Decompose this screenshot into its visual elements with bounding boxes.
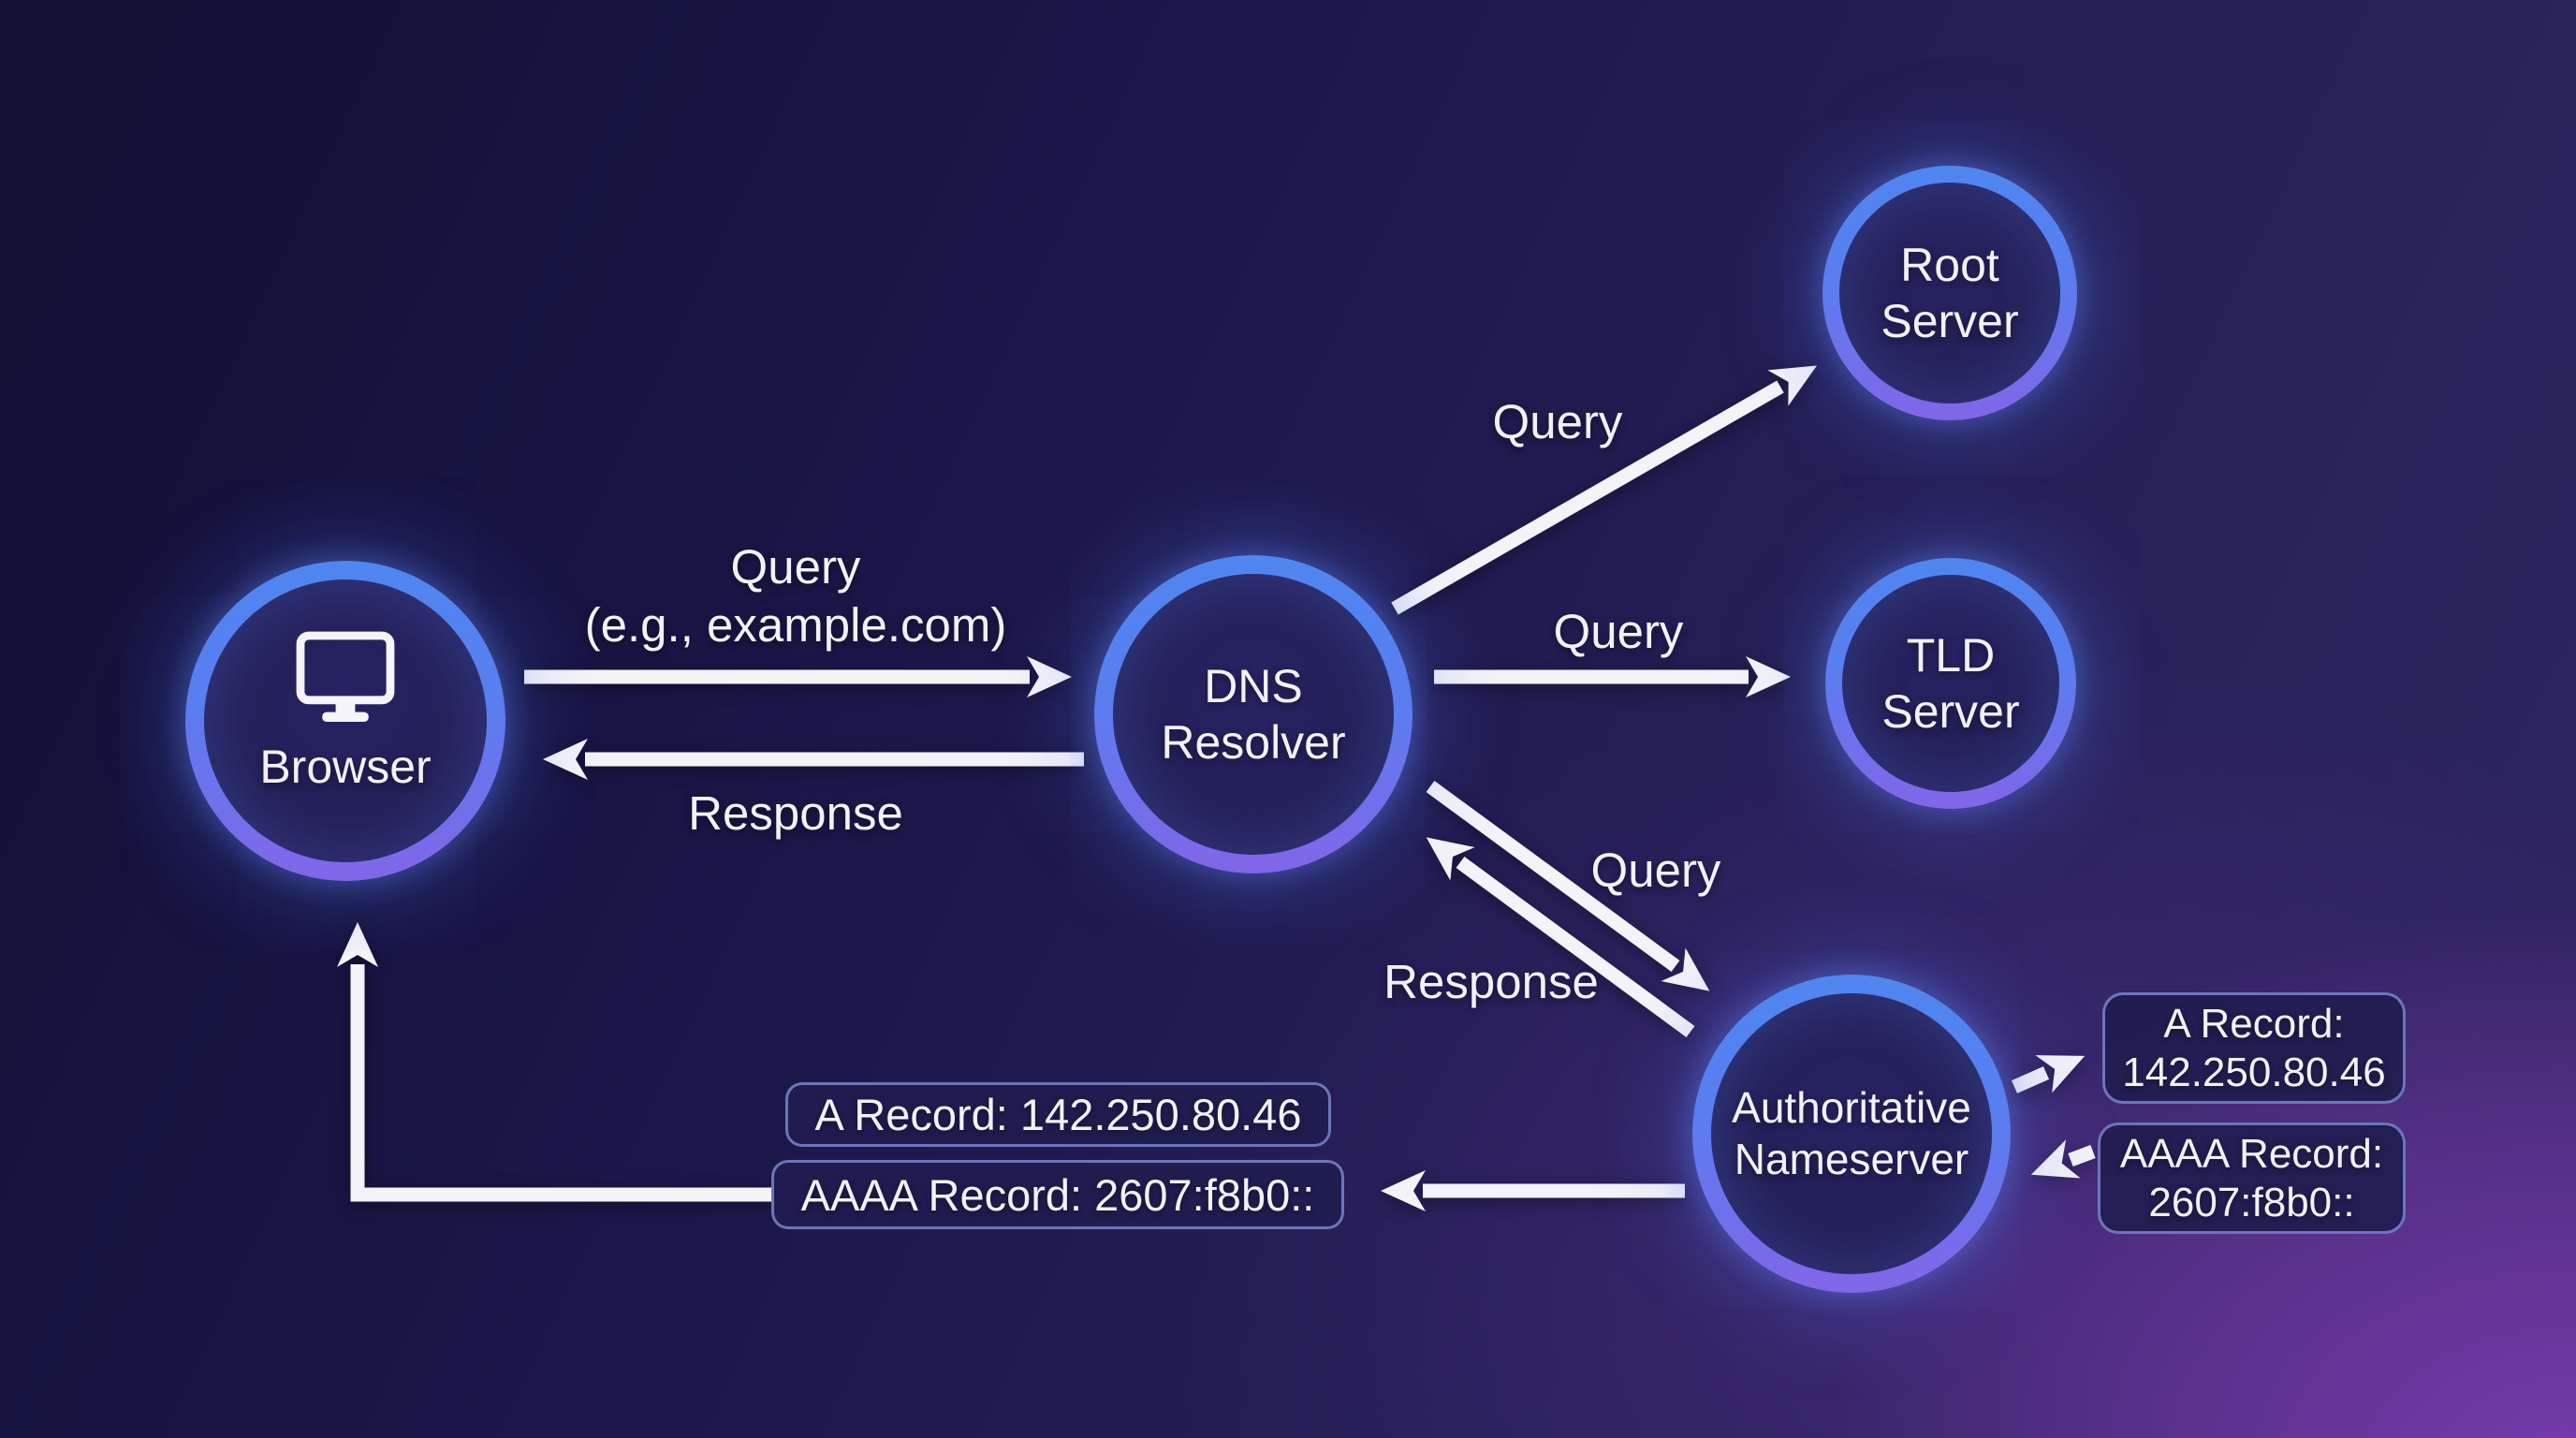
label-query-dns-to-authoritative: Query xyxy=(1590,843,1721,897)
node-browser-body: Browser xyxy=(204,580,487,862)
arrow-authoritative-to-dns xyxy=(1426,837,1695,1038)
node-browser-label: Browser xyxy=(259,741,432,793)
node-authoritative-label-line2: Nameserver xyxy=(1734,1135,1969,1183)
chip-aaaa-record-box-line2: 2607:f8b0:: xyxy=(2148,1179,2355,1225)
node-tld-server: TLD Server xyxy=(1825,558,2076,809)
label-query-dns-to-root: Query xyxy=(1492,394,1623,448)
chip-a-record-box-line1: A Record: xyxy=(2163,1000,2345,1047)
arrow-records-to-browser xyxy=(337,922,771,1202)
chip-a-record-box: A Record: 142.250.80.46 xyxy=(2102,992,2406,1104)
node-root-server-label-line1: Root xyxy=(1900,239,1999,291)
node-root-server-body: Root Server xyxy=(1839,183,2060,404)
node-authoritative-nameserver: Authoritative Nameserver xyxy=(1692,975,2011,1293)
node-dns-resolver-body: DNS Resolver xyxy=(1113,574,1394,855)
node-tld-server-label-line1: TLD xyxy=(1906,629,1996,682)
chip-aaaa-record-box-line1: AAAA Record: xyxy=(2119,1130,2384,1177)
node-tld-server-label-line2: Server xyxy=(1881,685,2020,738)
chip-aaaa-record-box: AAAA Record: 2607:f8b0:: xyxy=(2098,1123,2406,1234)
chip-a-record-inline: A Record: 142.250.80.46 xyxy=(785,1082,1331,1147)
node-tld-server-body: TLD Server xyxy=(1842,575,2059,792)
node-dns-resolver-label-line2: Resolver xyxy=(1161,716,1346,769)
label-query-browser-to-dns: Query (e.g., example.com) xyxy=(585,538,1007,654)
label-response-dns-to-browser: Response xyxy=(688,785,903,840)
arrow-authoritative-to-a-record-box xyxy=(2011,1055,2086,1093)
node-authoritative-nameserver-body: Authoritative Nameserver xyxy=(1711,993,1992,1274)
arrow-dns-to-authoritative xyxy=(1426,780,1710,991)
node-root-server: Root Server xyxy=(1822,166,2077,420)
label-response-authoritative-to-dns: Response xyxy=(1383,954,1599,1008)
label-query-browser-line2: (e.g., example.com) xyxy=(584,598,1007,652)
node-authoritative-label-line1: Authoritative xyxy=(1732,1082,1971,1132)
chip-a-record-box-line2: 142.250.80.46 xyxy=(2122,1049,2386,1095)
label-query-browser-line1: Query xyxy=(730,539,861,594)
arrow-aaaa-record-box-to-authoritative xyxy=(2030,1139,2096,1179)
node-root-server-label-line2: Server xyxy=(1881,295,2019,347)
chip-aaaa-record-inline: AAAA Record: 2607:f8b0:: xyxy=(771,1160,1344,1229)
node-browser: Browser xyxy=(185,561,505,881)
arrow-dns-to-root-server xyxy=(1391,365,1818,615)
node-dns-resolver-label-line1: DNS xyxy=(1204,660,1303,712)
monitor-icon xyxy=(296,631,395,722)
node-dns-resolver: DNS Resolver xyxy=(1094,555,1412,873)
label-query-dns-to-tld: Query xyxy=(1553,604,1684,658)
